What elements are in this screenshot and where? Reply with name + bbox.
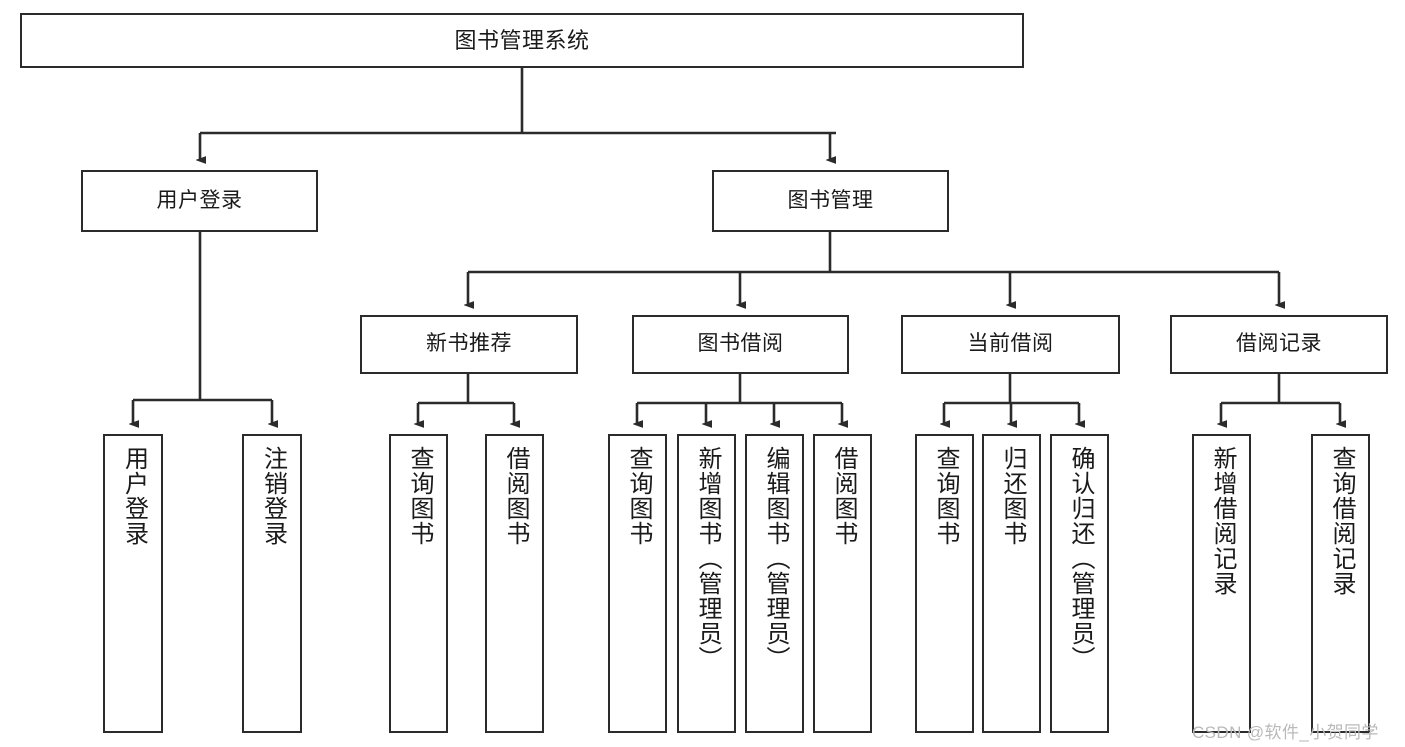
- node-user-login[interactable]: 用户登录: [81, 170, 318, 232]
- node-current-borrow-label: 当前借阅: [967, 332, 1054, 356]
- node-user-login-label: 用户登录: [156, 188, 243, 212]
- node-leaf-query-record-label: 查询借阅记录: [1327, 446, 1355, 596]
- node-leaf-confirm-return-label: 确认归还（管理员）: [1066, 446, 1094, 671]
- node-borrow-record[interactable]: 借阅记录: [1170, 315, 1388, 374]
- node-leaf-add-book[interactable]: 新增图书（管理员）: [677, 434, 736, 733]
- node-leaf-edit-book-label: 编辑图书（管理员）: [761, 446, 789, 671]
- node-leaf-query-record[interactable]: 查询借阅记录: [1311, 434, 1370, 733]
- node-leaf-add-record-label: 新增借阅记录: [1208, 446, 1236, 596]
- node-leaf-edit-book[interactable]: 编辑图书（管理员）: [745, 434, 804, 733]
- node-new-book-recommend-label: 新书推荐: [426, 332, 512, 356]
- node-leaf-logout[interactable]: 注销登录: [242, 434, 302, 733]
- node-leaf-query-book-3[interactable]: 查询图书: [915, 434, 974, 733]
- node-book-borrow[interactable]: 图书借阅: [632, 315, 849, 374]
- node-leaf-add-record[interactable]: 新增借阅记录: [1192, 434, 1251, 733]
- node-leaf-add-book-label: 新增图书（管理员）: [693, 446, 721, 671]
- node-borrow-record-label: 借阅记录: [1236, 332, 1322, 356]
- node-leaf-borrow-book-1[interactable]: 借阅图书: [485, 434, 544, 733]
- node-leaf-query-book-1[interactable]: 查询图书: [389, 434, 448, 733]
- node-leaf-query-book-2-label: 查询图书: [624, 446, 652, 546]
- node-leaf-borrow-book-2-label: 借阅图书: [829, 446, 857, 546]
- node-leaf-borrow-book-1-label: 借阅图书: [501, 446, 529, 546]
- node-book-borrow-label: 图书借阅: [697, 332, 784, 356]
- node-leaf-query-book-3-label: 查询图书: [931, 446, 959, 546]
- node-new-book-recommend[interactable]: 新书推荐: [360, 315, 578, 374]
- node-leaf-confirm-return[interactable]: 确认归还（管理员）: [1050, 434, 1109, 733]
- node-root-label: 图书管理系统: [454, 27, 590, 53]
- node-book-management[interactable]: 图书管理: [712, 170, 949, 232]
- node-leaf-query-book-2[interactable]: 查询图书: [608, 434, 667, 733]
- node-current-borrow[interactable]: 当前借阅: [901, 315, 1120, 374]
- node-leaf-return-book[interactable]: 归还图书: [982, 434, 1041, 733]
- node-root[interactable]: 图书管理系统: [20, 13, 1024, 68]
- csdn-watermark: CSDN @软件_小贺同学: [1192, 723, 1379, 742]
- node-book-management-label: 图书管理: [787, 188, 874, 212]
- node-leaf-user-login-label: 用户登录: [120, 446, 148, 546]
- node-leaf-return-book-label: 归还图书: [998, 446, 1026, 546]
- node-leaf-borrow-book-2[interactable]: 借阅图书: [813, 434, 872, 733]
- node-leaf-logout-label: 注销登录: [259, 446, 287, 546]
- node-leaf-user-login[interactable]: 用户登录: [103, 434, 163, 733]
- node-leaf-query-book-1-label: 查询图书: [405, 446, 433, 546]
